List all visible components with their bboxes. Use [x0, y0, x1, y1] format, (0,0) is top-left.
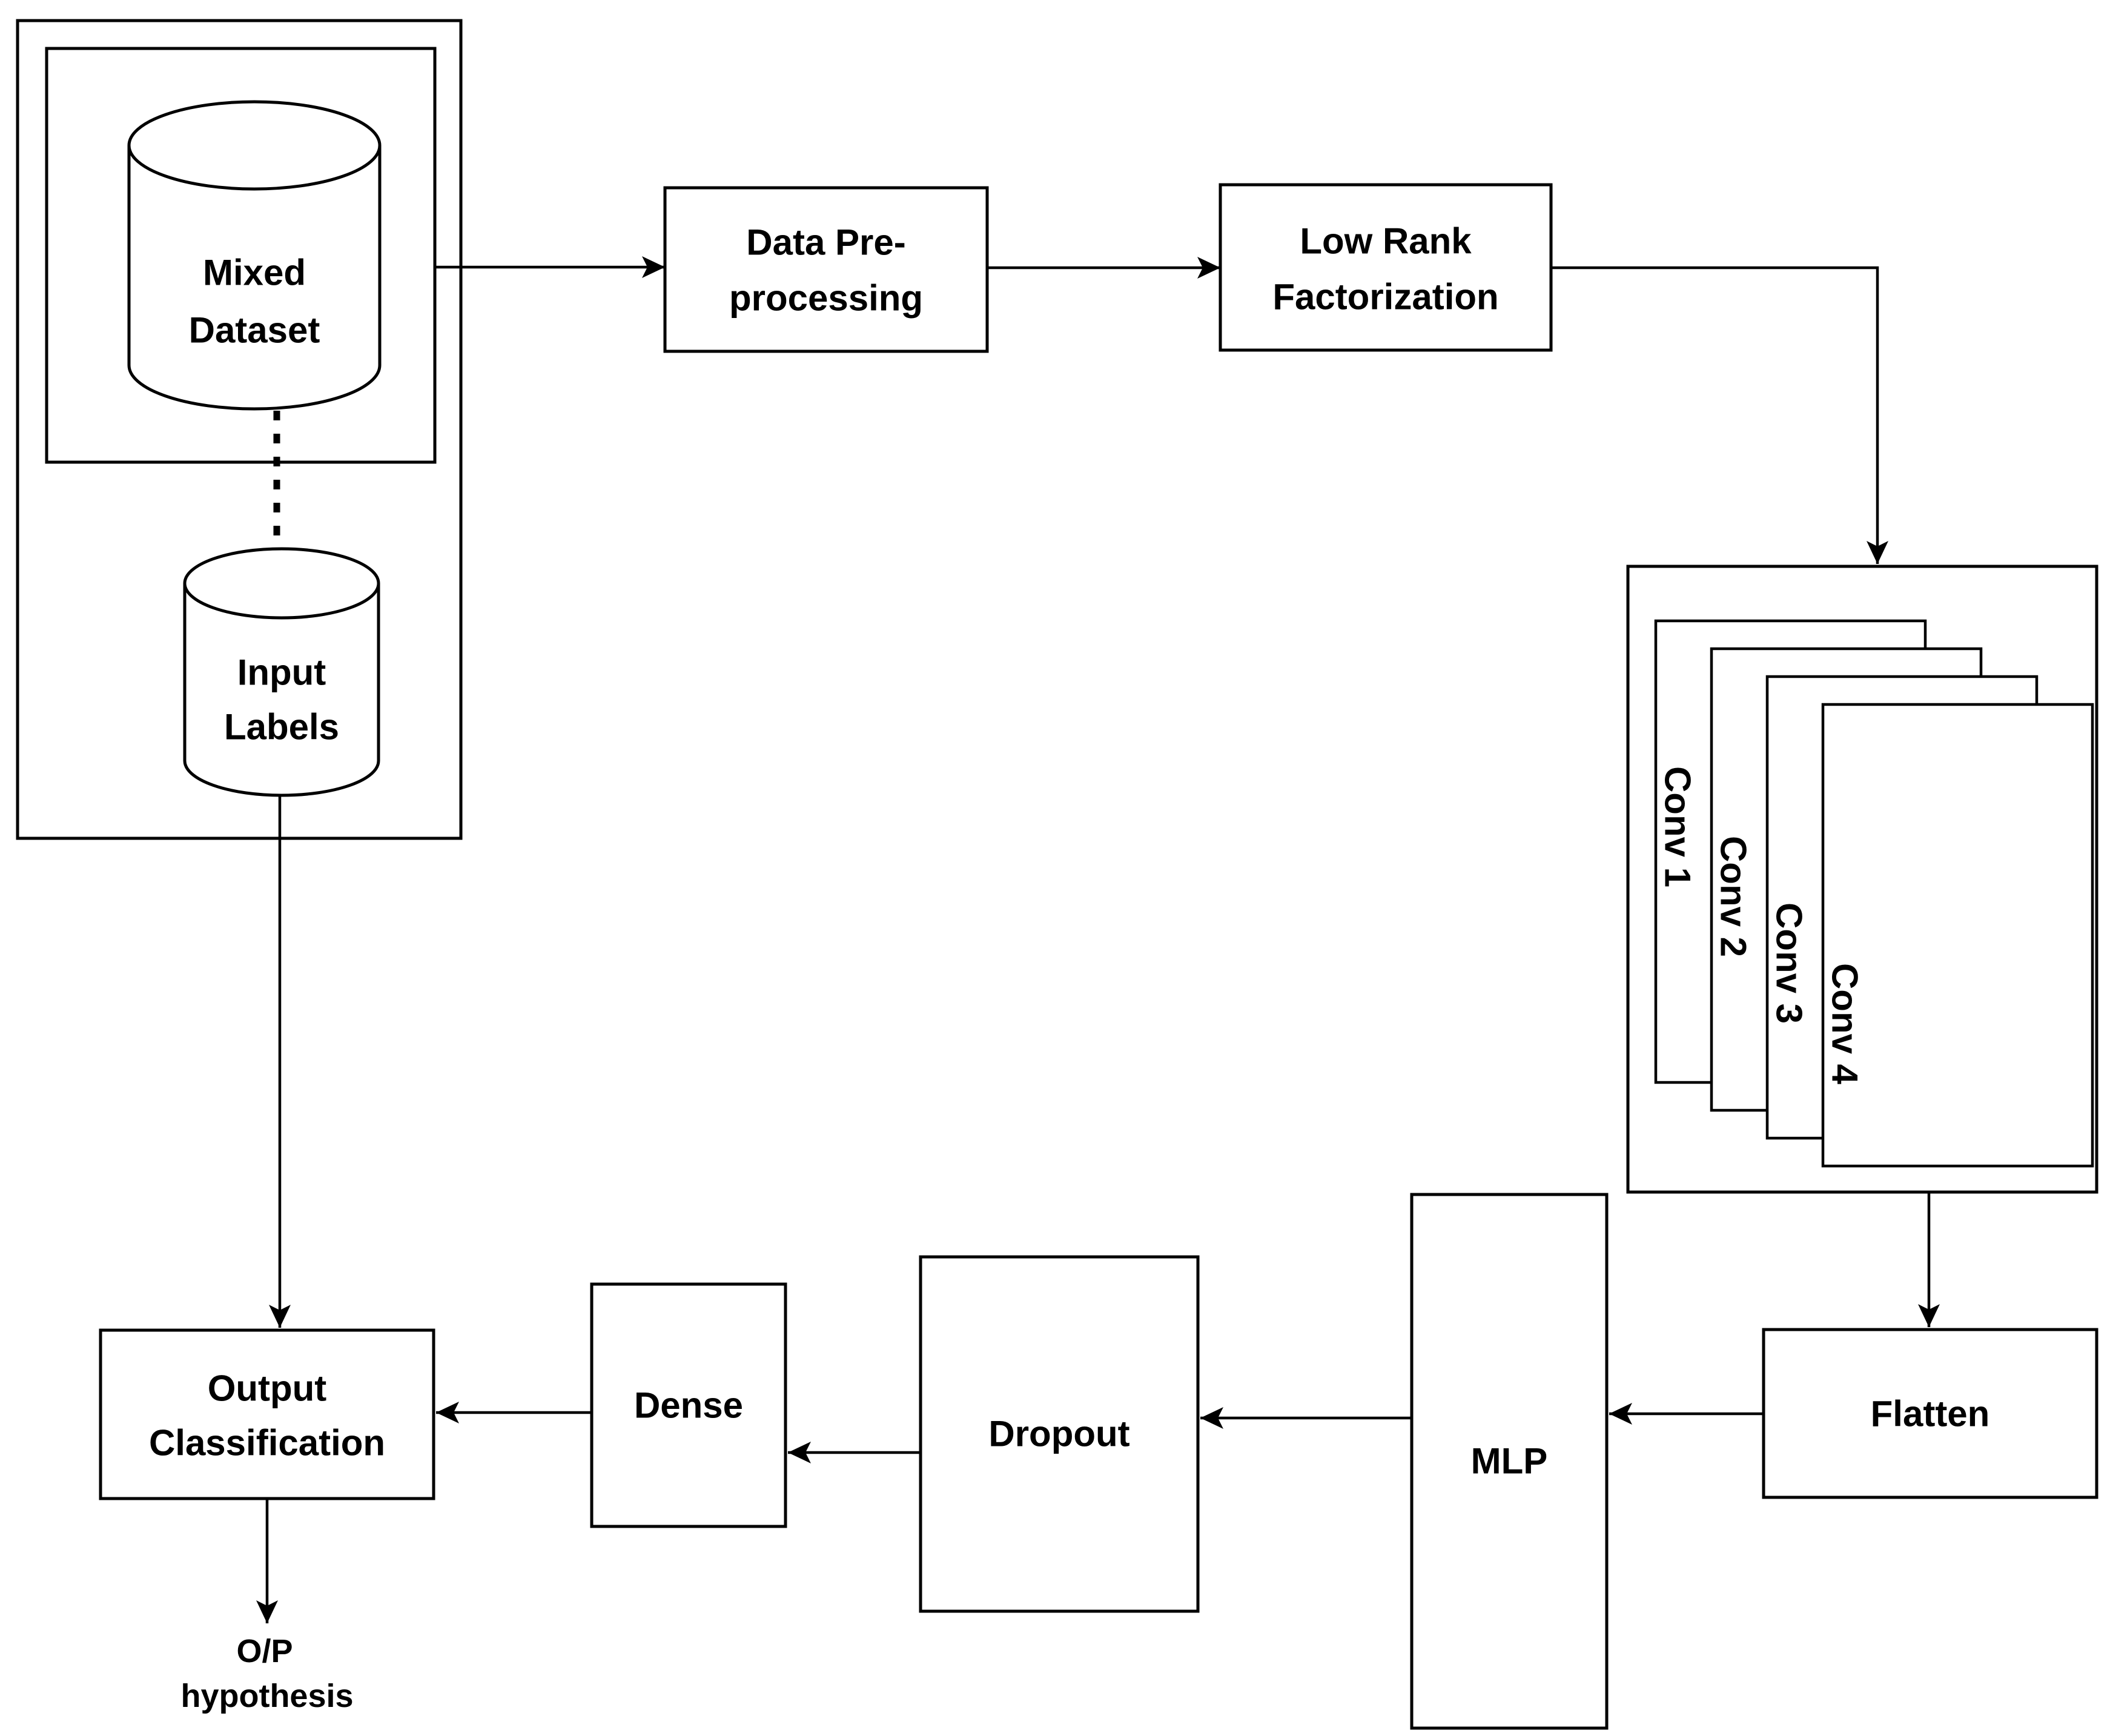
output-classification-label: Classification: [149, 1423, 385, 1463]
mixed-dataset-cylinder-top: [127, 100, 382, 191]
op-hypothesis-label: O/P: [236, 1633, 293, 1669]
mlp-box: [1410, 1193, 1609, 1730]
output-classification-label: Output: [208, 1368, 327, 1409]
data-preprocessing-label: processing: [729, 278, 923, 319]
input-labels-cylinder: [183, 583, 380, 797]
op-hypothesis-label: hypothesis: [180, 1678, 353, 1714]
conv4-label: Conv 4: [1825, 963, 1865, 1085]
output-classification-box: [99, 1328, 435, 1500]
conv2-label: Conv 2: [1713, 836, 1754, 957]
dropout-box: [919, 1255, 1200, 1613]
conv4-box: [1821, 703, 2094, 1168]
input-labels-label: Input: [237, 652, 326, 693]
data-preprocessing-label: Data Pre-: [746, 222, 905, 263]
dropout-label: Dropout: [988, 1414, 1129, 1454]
data-preprocessing-box: [663, 186, 989, 353]
mixed-dataset-label: Mixed: [203, 253, 306, 293]
mixed-dataset-label: Dataset: [189, 310, 320, 351]
low-rank-factorization-label: Factorization: [1272, 277, 1498, 317]
flatten-label: Flatten: [1871, 1394, 1990, 1434]
conv1-label: Conv 1: [1658, 766, 1698, 887]
mlp-label: MLP: [1471, 1441, 1548, 1482]
dense-box: [590, 1282, 787, 1528]
input-labels-label: Labels: [224, 707, 339, 747]
low-rank-factorization-box: [1219, 183, 1553, 352]
input-labels-cylinder-top: [183, 547, 380, 620]
mixed-dataset-cylinder: [127, 145, 382, 411]
edge-lowrank-to-convstack: [1551, 266, 1888, 564]
dense-label: Dense: [634, 1385, 743, 1426]
conv3-label: Conv 3: [1769, 903, 1810, 1024]
low-rank-factorization-label: Low Rank: [1300, 221, 1472, 262]
flatten-box: [1762, 1328, 2098, 1499]
